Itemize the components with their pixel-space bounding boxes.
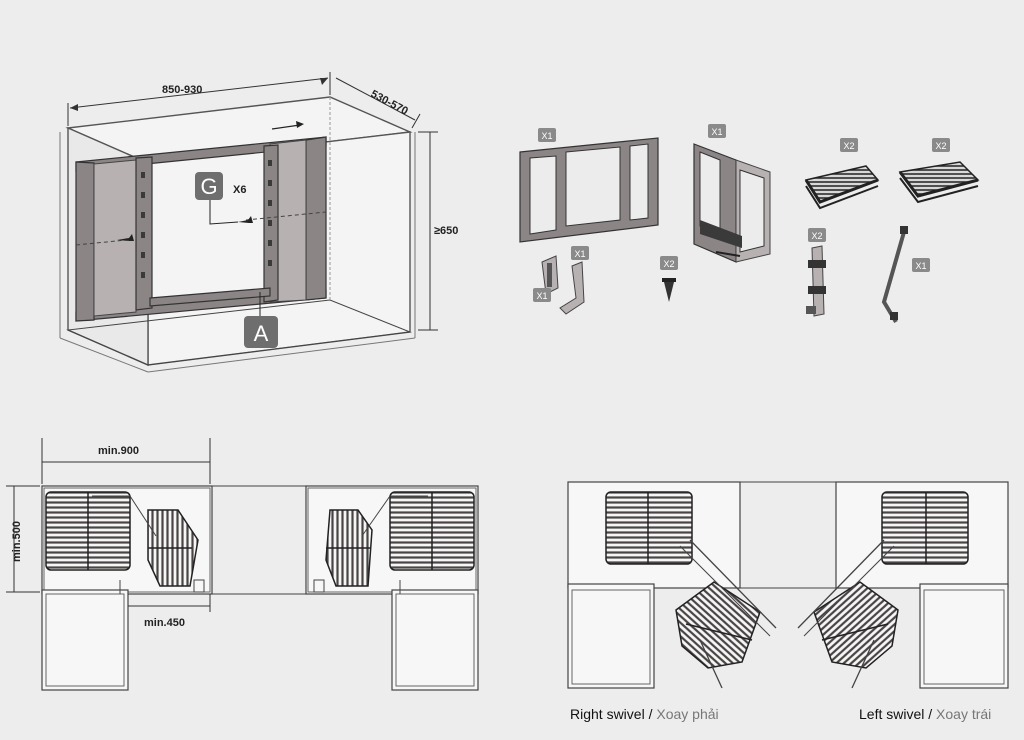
frame-left-post [75,161,95,322]
width-dimension: 850-930 [162,84,202,96]
cabinet-3d-view: G X6 A 850-930 530-570 ≥650 [59,72,458,373]
mount-callout-box [244,316,278,348]
part-hinge-qty: X2 [811,231,822,241]
right-swivel-separator: / [644,706,657,722]
left-swivel-separator: / [924,706,937,722]
part-small-bracket-qty: X1 [536,291,547,301]
right-swivel-caption: Right swivel / Xoay phải [570,706,719,722]
right-swivel-label-vi: Xoay phải [656,706,719,722]
mount-callout-label: A [254,321,269,346]
part-rod: X1 [881,226,930,324]
part-screw: X2 [660,256,678,302]
part-frame: X1 [519,128,659,243]
height-dimension: ≥650 [434,225,458,237]
screw-callout-label: G [200,174,217,199]
part-hinge: X2 [806,228,826,317]
left-swivel-label: Left swivel [859,706,925,722]
depth-dimension: 530-570 [369,88,410,118]
frame-cross-bar [149,287,271,307]
part-small-bracket: X1 [533,255,559,302]
part-bracket-assembly: X1 [693,124,771,263]
part-rod-qty: X1 [915,261,926,271]
frame-right-post [305,136,327,301]
part-basket-b: X2 [898,138,980,204]
part-bracket-qty: X1 [711,127,722,137]
plan-view-dimensions: min.900 min.500 min.450 [6,438,479,691]
screw-callout-box [195,172,223,200]
min-door-dimension: min.450 [144,617,185,629]
part-screw-qty: X2 [663,259,674,269]
left-swivel-label-vi: Xoay trái [936,706,992,722]
frame-left-panel [93,159,137,317]
parts-list: X1 X1 X2 X2 [519,124,980,324]
part-frame-qty: X1 [541,131,552,141]
swivel-views [567,481,1009,689]
min-depth-dimension: min.500 [11,521,23,562]
left-swivel-caption: Left swivel / Xoay trái [859,706,991,722]
right-swivel-label: Right swivel [570,706,645,722]
part-basket-a-qty: X2 [843,141,854,151]
part-angle-bracket-qty: X1 [574,249,585,259]
part-basket-a: X2 [804,138,880,210]
screw-callout-qty: X6 [233,184,246,196]
min-width-dimension: min.900 [98,445,139,457]
cabinet-floor [66,299,412,366]
part-angle-bracket: X1 [559,246,589,315]
part-basket-b-qty: X2 [935,141,946,151]
